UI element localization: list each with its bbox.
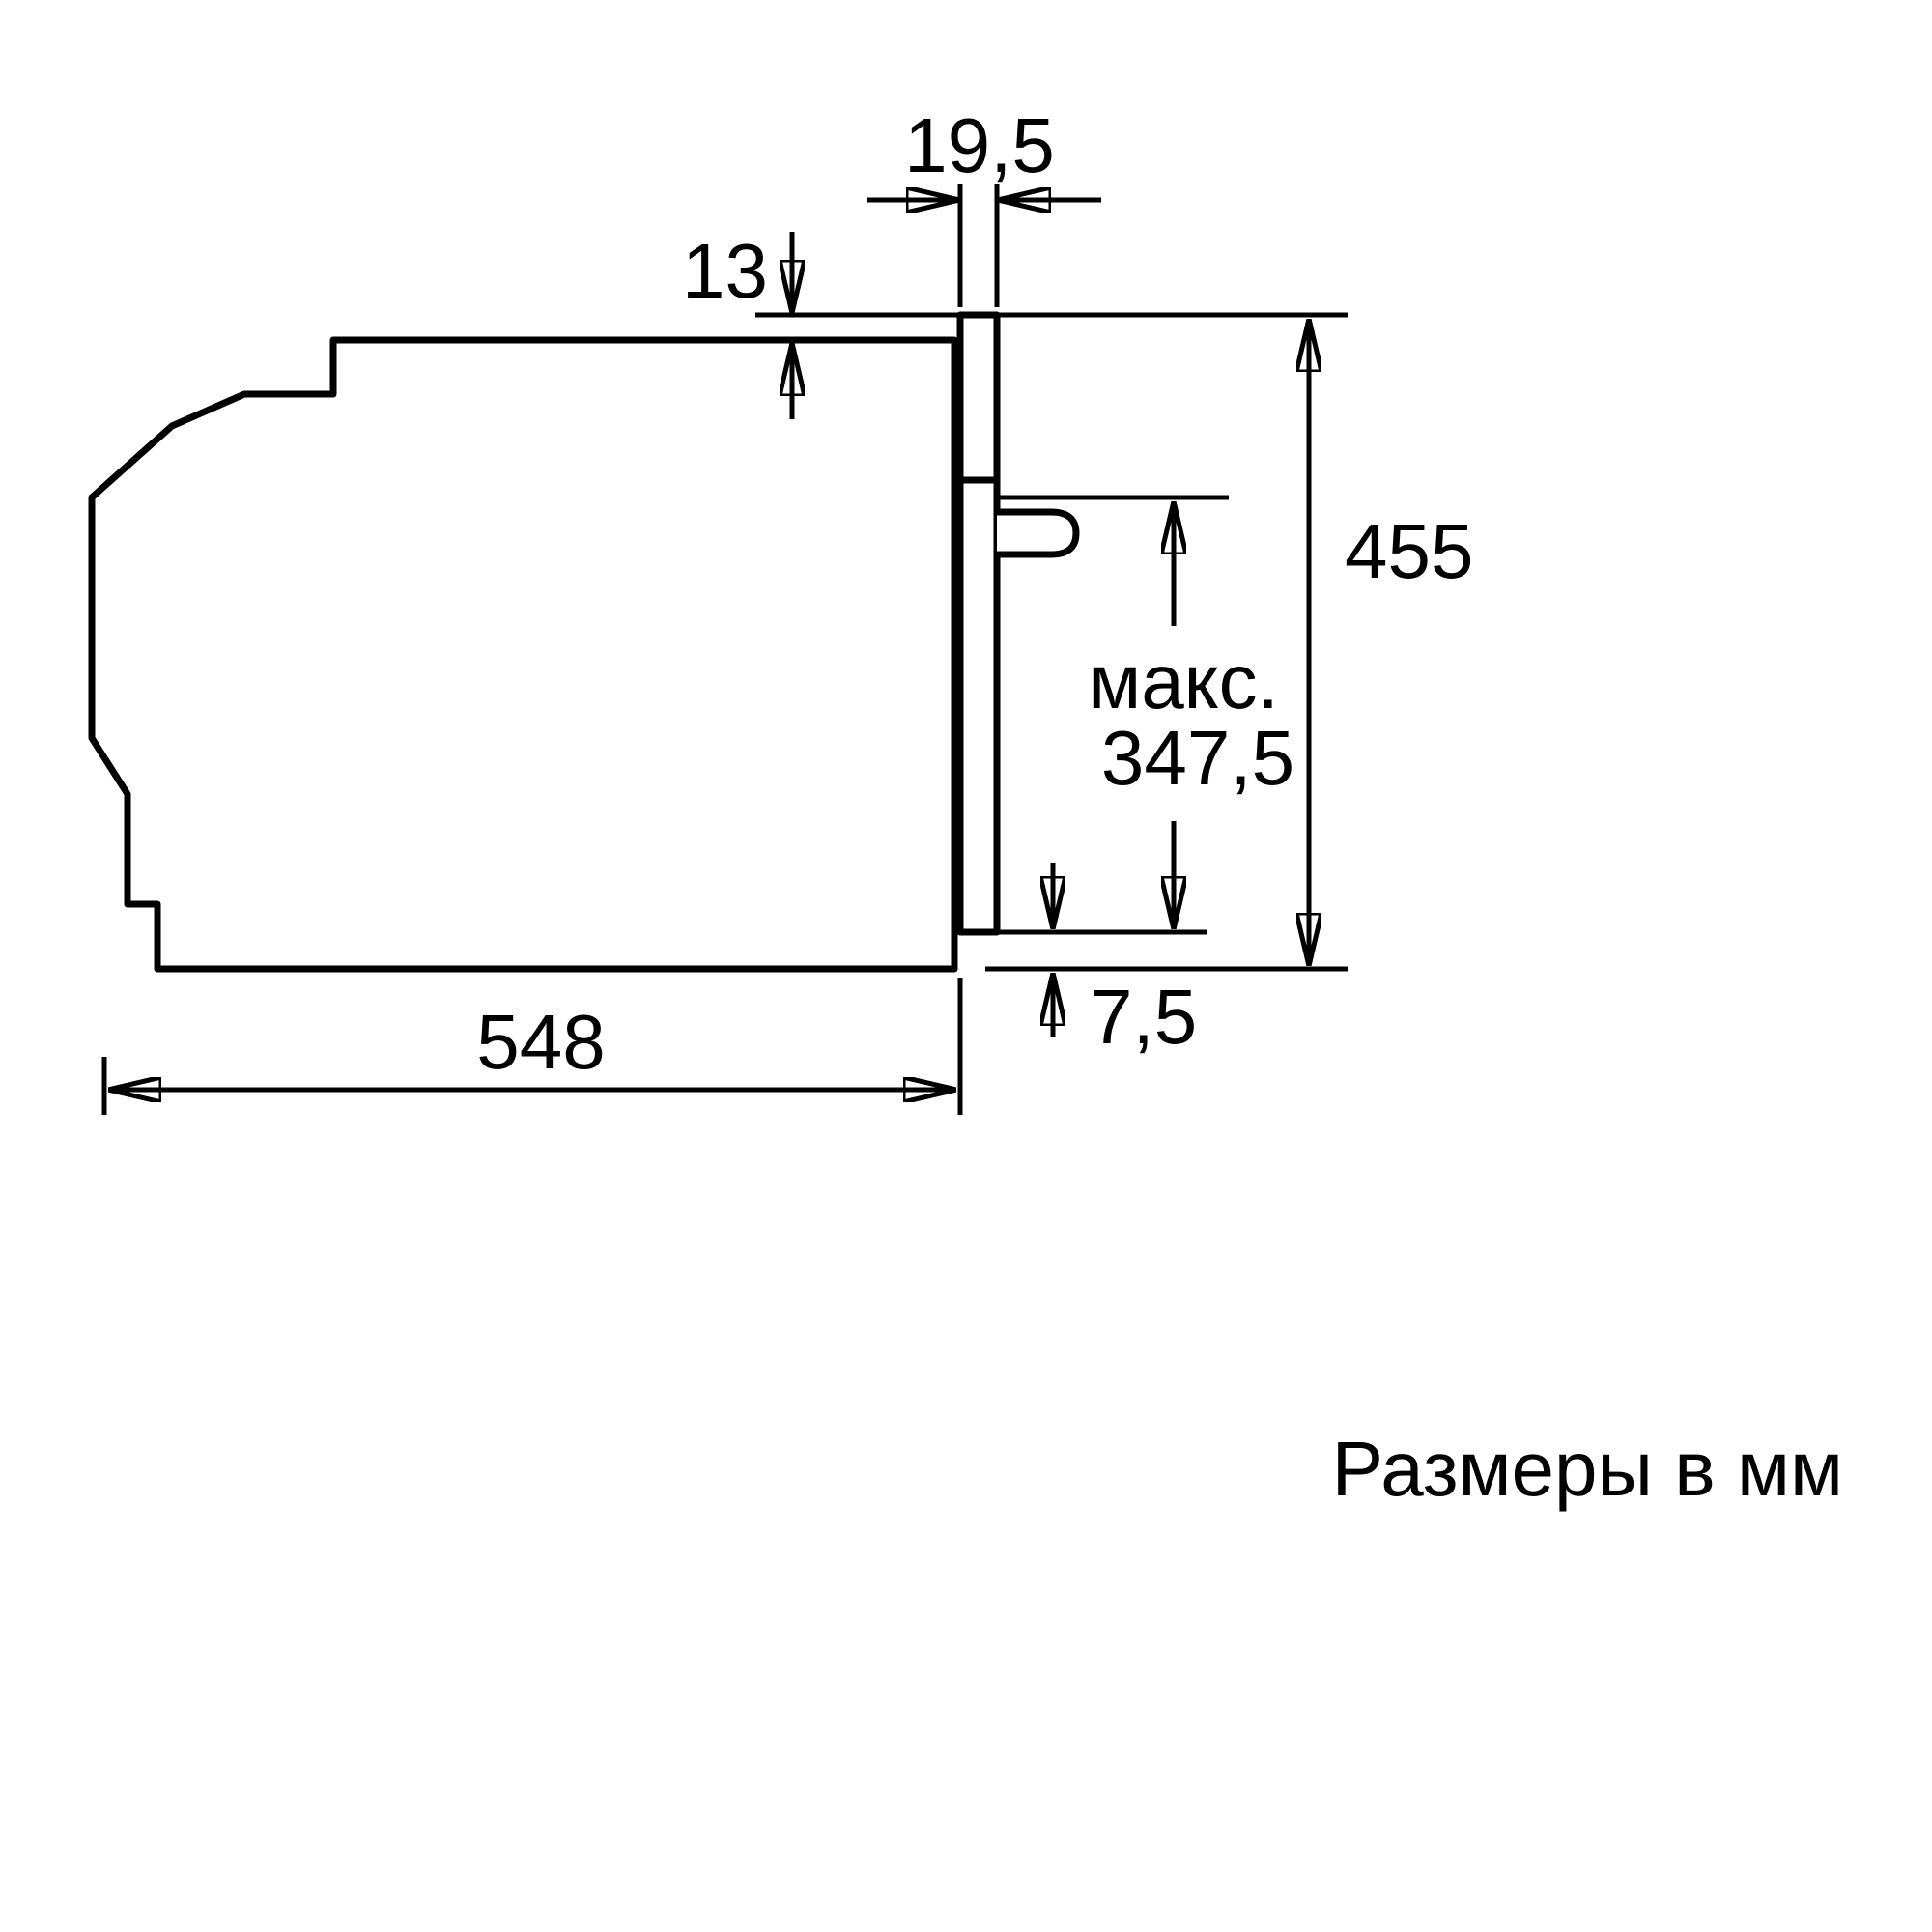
dim-label-depth: 548 — [476, 999, 605, 1085]
dim-label-max-value: 347,5 — [1101, 715, 1294, 801]
oven-door-front — [956, 311, 1001, 936]
dim-label-door-thickness: 19,5 — [904, 102, 1055, 188]
units-caption: Размеры в мм — [1332, 1426, 1843, 1512]
dim-label-height: 455 — [1345, 508, 1473, 594]
dim-label-max-prefix: макс. — [1088, 639, 1279, 724]
dim-label-bottom-gap: 7,5 — [1090, 974, 1197, 1060]
oven-body-outline — [88, 336, 958, 973]
dim-label-top-overhang: 13 — [682, 228, 768, 314]
door-handle — [997, 508, 1080, 558]
